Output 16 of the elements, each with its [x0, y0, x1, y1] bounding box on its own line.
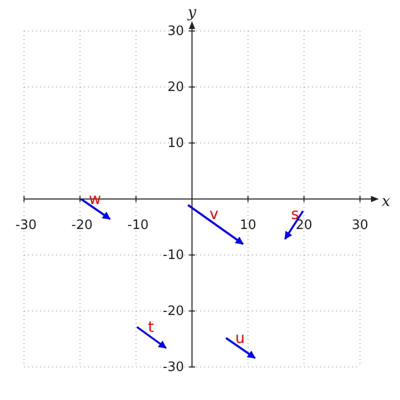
axis-label: y: [188, 4, 196, 20]
tick-label: -20: [162, 304, 184, 318]
axis-label: x: [382, 192, 390, 210]
tick-label: -30: [162, 360, 184, 374]
vector-label: v: [210, 206, 218, 222]
tick-label: 20: [167, 80, 184, 94]
tick-label: -20: [71, 218, 93, 232]
tick-label: 10: [167, 136, 184, 150]
tick-label: -10: [127, 218, 149, 232]
tick-label: 30: [352, 218, 368, 232]
tick-label: -10: [162, 248, 184, 262]
tick-label: -30: [15, 218, 37, 232]
tick-label: 30: [167, 24, 184, 38]
vector-label: t: [148, 318, 154, 336]
tick-label: 10: [240, 218, 256, 232]
vector-label: u: [235, 330, 245, 346]
